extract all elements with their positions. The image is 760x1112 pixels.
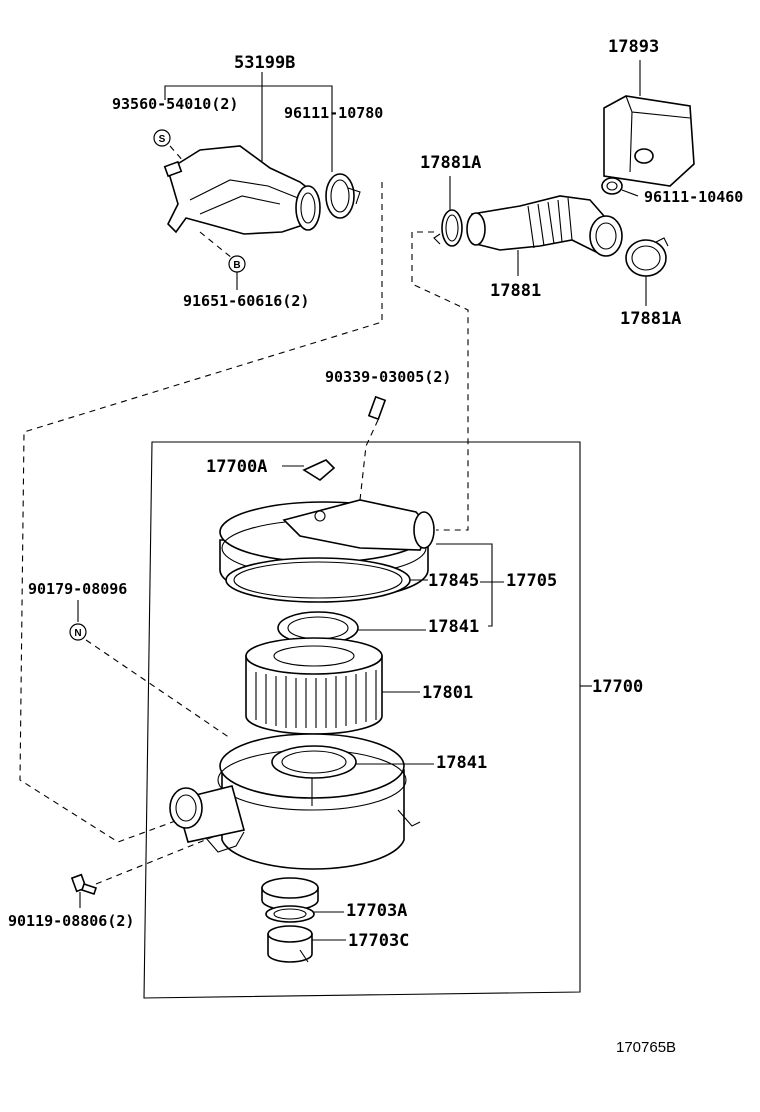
- label-17705: 17705: [506, 571, 557, 591]
- label-93560-54010: 93560-54010(2): [112, 95, 238, 113]
- b-mark-icon: B: [228, 255, 246, 273]
- element-icon: [245, 637, 383, 735]
- diagram-reference-code: 170765B: [616, 1039, 676, 1056]
- label-17700A: 17700A: [206, 457, 267, 477]
- label-17893: 17893: [608, 37, 659, 57]
- label-53199B: 53199B: [234, 53, 295, 73]
- clip-icon: [302, 459, 336, 481]
- label-17881A-bottom: 17881A: [620, 309, 681, 329]
- label-90179-08096: 90179-08096: [28, 580, 127, 598]
- svg-text:S: S: [159, 134, 166, 145]
- s-mark-icon: S: [153, 129, 171, 147]
- label-90339-03005: 90339-03005(2): [325, 368, 451, 386]
- hose-clamp-icon: [325, 173, 361, 219]
- label-17841-lower: 17841: [436, 753, 487, 773]
- label-17700: 17700: [592, 677, 643, 697]
- air-cleaner-hose-icon: [466, 195, 623, 257]
- label-90119-08806: 90119-08806(2): [8, 912, 134, 930]
- intake-connector-group: S B: [153, 72, 361, 290]
- gasket-icon: [225, 557, 411, 603]
- label-17881: 17881: [490, 281, 541, 301]
- label-96111-10780: 96111-10780: [284, 104, 383, 122]
- n-mark-icon: N: [69, 623, 87, 641]
- label-17845: 17845: [428, 571, 479, 591]
- air-cleaner-case-icon: [169, 733, 421, 870]
- hose-clamp-left-icon: [433, 209, 463, 247]
- bolt-icon: [70, 873, 98, 896]
- label-17703C: 17703C: [348, 931, 409, 951]
- air-cleaner-connector-icon: [163, 145, 321, 235]
- hose-clamp-right-icon: [625, 237, 669, 277]
- valve-icon: [261, 877, 319, 963]
- label-17841-upper: 17841: [428, 617, 479, 637]
- label-17703A: 17703A: [346, 901, 407, 921]
- air-hose-group: [433, 60, 695, 306]
- connection-lines: [19, 182, 469, 885]
- svg-text:N: N: [74, 628, 81, 639]
- label-17881A-top: 17881A: [420, 153, 481, 173]
- svg-text:B: B: [233, 260, 240, 271]
- label-91651-60616: 91651-60616(2): [183, 292, 309, 310]
- hose-clamp-small-icon: [601, 177, 623, 195]
- seal-lower-icon: [271, 745, 357, 779]
- assembly-boundary: [143, 441, 581, 999]
- silencer-icon: [603, 95, 695, 187]
- label-96111-10460: 96111-10460: [644, 188, 743, 206]
- label-17801: 17801: [422, 683, 473, 703]
- pin-icon: [367, 395, 387, 421]
